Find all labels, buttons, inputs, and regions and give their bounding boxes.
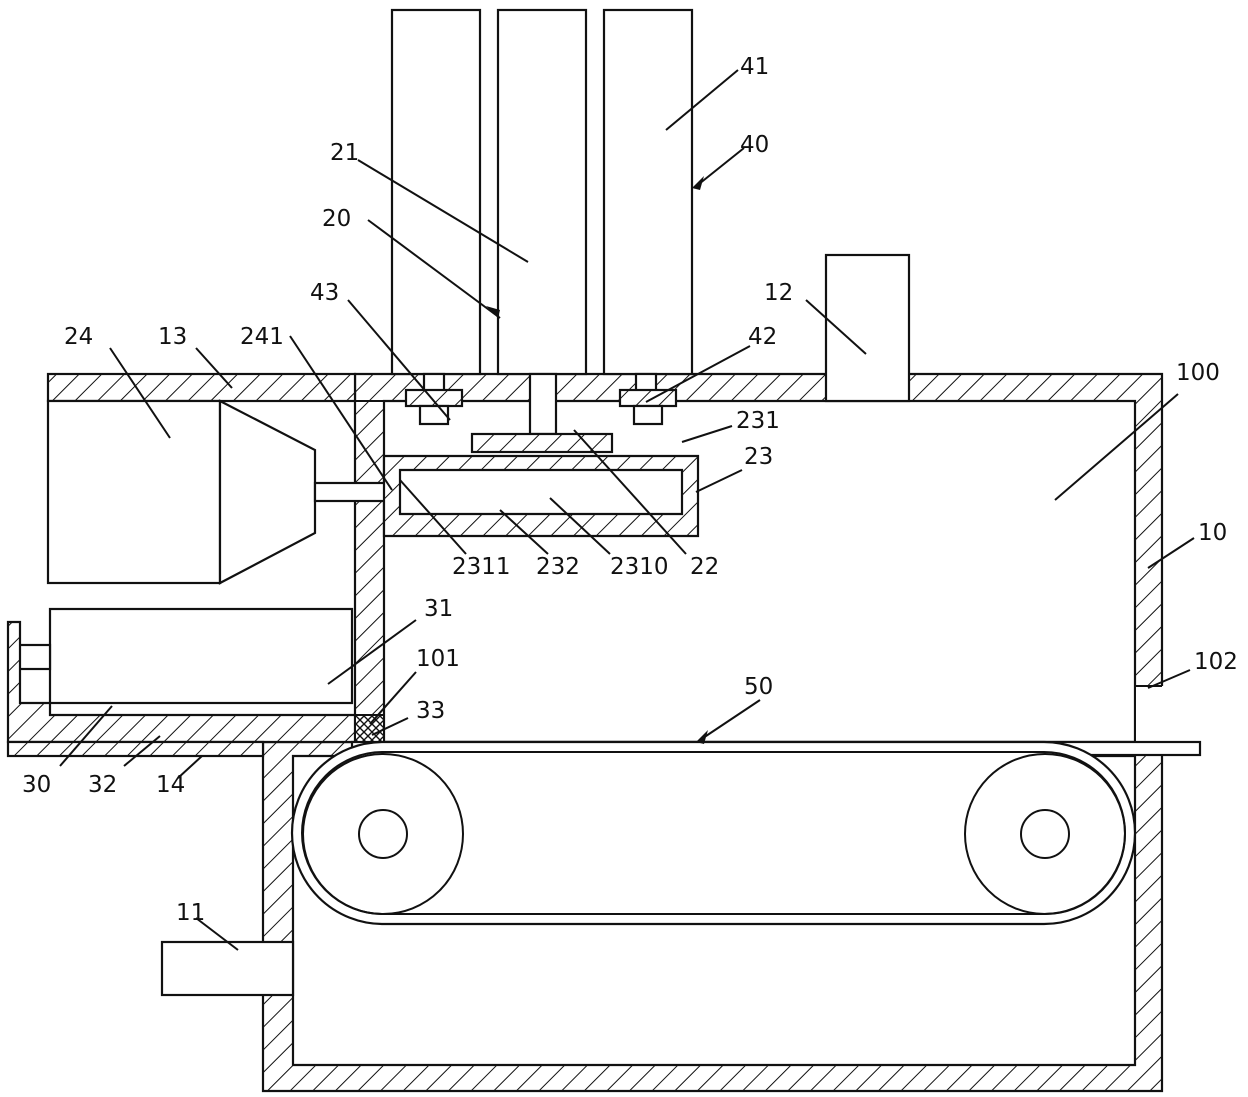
label-42: 42 — [748, 324, 777, 350]
label-101: 101 — [416, 646, 460, 672]
arrowhead-20 — [486, 306, 500, 318]
label-11: 11 — [176, 900, 205, 926]
label-102: 102 — [1194, 649, 1238, 675]
label-231: 231 — [736, 408, 780, 434]
label-20: 20 — [322, 206, 351, 232]
outlet-slot-102 — [1134, 685, 1164, 742]
label-100: 100 — [1176, 360, 1220, 386]
leader-lines — [59, 69, 1195, 951]
mold-assembly-23 — [382, 372, 700, 538]
label-13: 13 — [158, 324, 187, 350]
label-41: 41 — [740, 54, 769, 80]
label-43: 43 — [310, 280, 339, 306]
column-40 — [602, 8, 694, 376]
column-21 — [496, 8, 588, 376]
label-23: 23 — [744, 444, 773, 470]
arrowhead-50 — [696, 730, 708, 744]
label-2310: 2310 — [610, 554, 669, 580]
label-2311: 2311 — [452, 554, 511, 580]
conveyor-belt-50 — [290, 740, 1202, 926]
label-30: 30 — [22, 772, 51, 798]
arrowhead-40 — [692, 176, 704, 190]
label-40: 40 — [740, 132, 769, 158]
part-labels: 100 10 102 11 12 13 14 20 21 22 23 24 30… — [22, 54, 1238, 926]
motor-box-24 — [46, 399, 400, 585]
drain-pipe-11 — [160, 940, 295, 997]
label-12: 12 — [764, 280, 793, 306]
column-20 — [390, 8, 482, 376]
label-232: 232 — [536, 554, 580, 580]
label-10: 10 — [1198, 520, 1227, 546]
pusher-assembly-30 — [6, 607, 385, 758]
label-50: 50 — [744, 674, 773, 700]
label-24: 24 — [64, 324, 93, 350]
vent-pipe-12 — [824, 253, 911, 403]
label-14: 14 — [156, 772, 185, 798]
label-21: 21 — [330, 140, 359, 166]
label-33: 33 — [416, 698, 445, 724]
label-31: 31 — [424, 596, 453, 622]
label-32: 32 — [88, 772, 117, 798]
label-22: 22 — [690, 554, 719, 580]
label-241: 241 — [240, 324, 284, 350]
